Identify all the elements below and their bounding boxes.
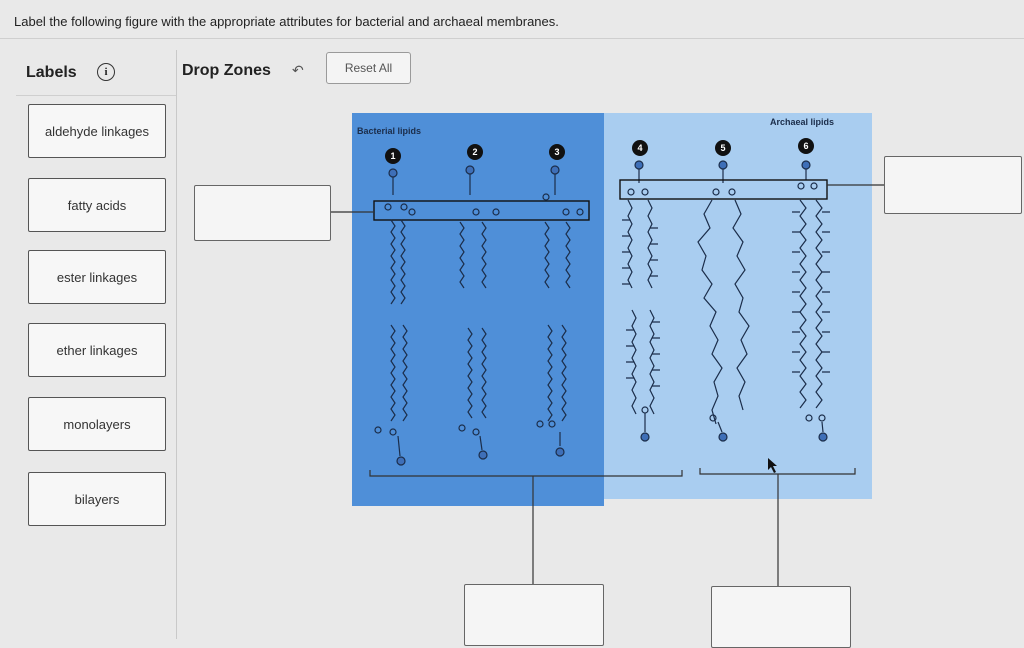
lipid-number-6: 6 (803, 141, 808, 151)
bacterial-lipids-title: Bacterial lipids (357, 126, 421, 136)
mouse-cursor (768, 458, 777, 473)
lipid-number-4: 4 (637, 143, 642, 153)
bacterial-panel (352, 113, 604, 506)
label-aldehyde-linkages[interactable]: aldehyde linkages (28, 104, 166, 158)
label-monolayers[interactable]: monolayers (28, 397, 166, 451)
archaeal-lipids-title: Archaeal lipids (770, 117, 834, 127)
header-divider (0, 38, 1024, 39)
drop-zone-bacterial-membrane[interactable] (464, 584, 604, 646)
labels-panel-title: Labels (26, 64, 77, 81)
reset-all-button[interactable]: Reset All (326, 52, 411, 84)
label-ether-linkages[interactable]: ether linkages (28, 323, 166, 377)
labels-divider (16, 95, 176, 96)
label-fatty-acids[interactable]: fatty acids (28, 178, 166, 232)
lipid-number-3: 3 (554, 147, 559, 157)
drop-zone-bacterial-linkage[interactable] (194, 185, 331, 241)
panel-divider (176, 50, 177, 639)
lipid-number-5: 5 (720, 143, 725, 153)
lipid-number-2: 2 (472, 147, 477, 157)
instruction-text: Label the following figure with the appr… (14, 14, 559, 29)
label-ester-linkages[interactable]: ester linkages (28, 250, 166, 304)
undo-icon[interactable]: ↶ (292, 62, 304, 78)
lipid-number-1: 1 (390, 151, 395, 161)
label-bilayers[interactable]: bilayers (28, 472, 166, 526)
info-icon[interactable]: i (97, 63, 115, 81)
drop-zone-archaeal-linkage[interactable] (884, 156, 1022, 214)
drop-zones-title: Drop Zones (182, 62, 271, 79)
